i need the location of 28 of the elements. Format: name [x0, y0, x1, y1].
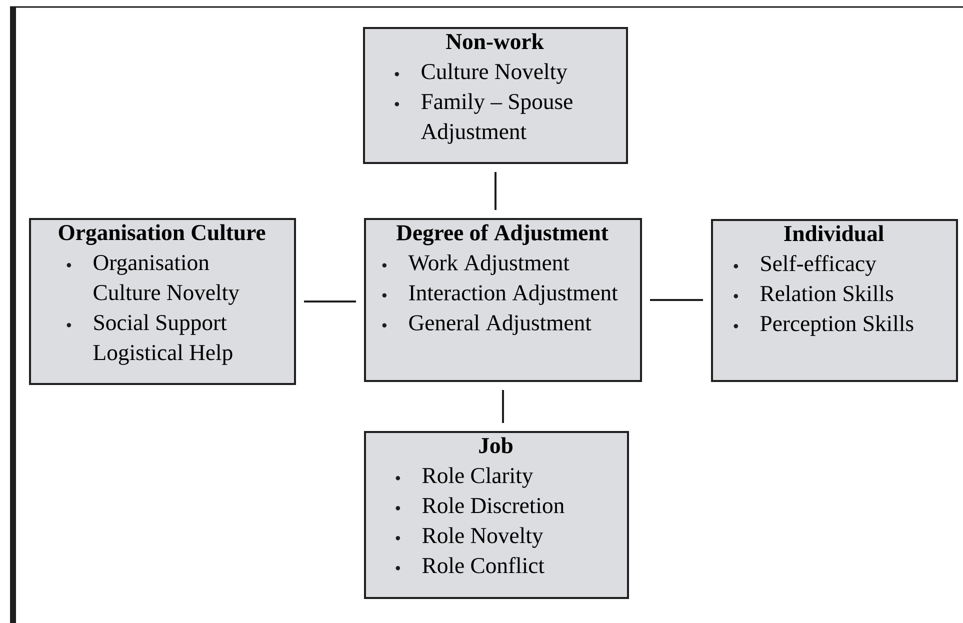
category-box	[364, 218, 642, 382]
box-heading: Individual	[784, 225, 884, 242]
connector-line	[650, 299, 703, 301]
category-box	[363, 27, 628, 164]
connector-line	[304, 300, 356, 302]
list-item: Role Clarity	[422, 467, 534, 488]
connector-line	[502, 390, 504, 423]
list-item: Interaction Adjustment	[409, 284, 618, 306]
list-item: Social Support Logistical Help	[93, 314, 232, 365]
box-heading: Non-work	[446, 33, 544, 50]
list-item: Perception Skills	[760, 315, 914, 336]
list-item: General Adjustment	[409, 314, 592, 336]
category-box	[29, 218, 296, 385]
box-heading: Organisation Culture	[58, 224, 266, 245]
list-item: Role Novelty	[422, 527, 544, 548]
box-heading: Job	[479, 437, 512, 454]
list-item: Organisation Culture Novelty	[94, 254, 240, 305]
list-item: Family – Spouse Adjustment	[421, 93, 572, 144]
box-heading: Degree of Adjustment	[396, 224, 608, 246]
list-item: Culture Novelty	[422, 63, 568, 84]
list-item: Relation Skills	[760, 285, 894, 302]
list-item: Role Discretion	[422, 497, 564, 514]
category-box	[364, 431, 629, 599]
list-item: Work Adjustment	[408, 254, 570, 276]
connector-line	[494, 172, 496, 210]
category-box	[711, 219, 958, 382]
list-item: Self-efficacy	[761, 255, 876, 276]
list-item: Role Conflict	[422, 557, 544, 574]
